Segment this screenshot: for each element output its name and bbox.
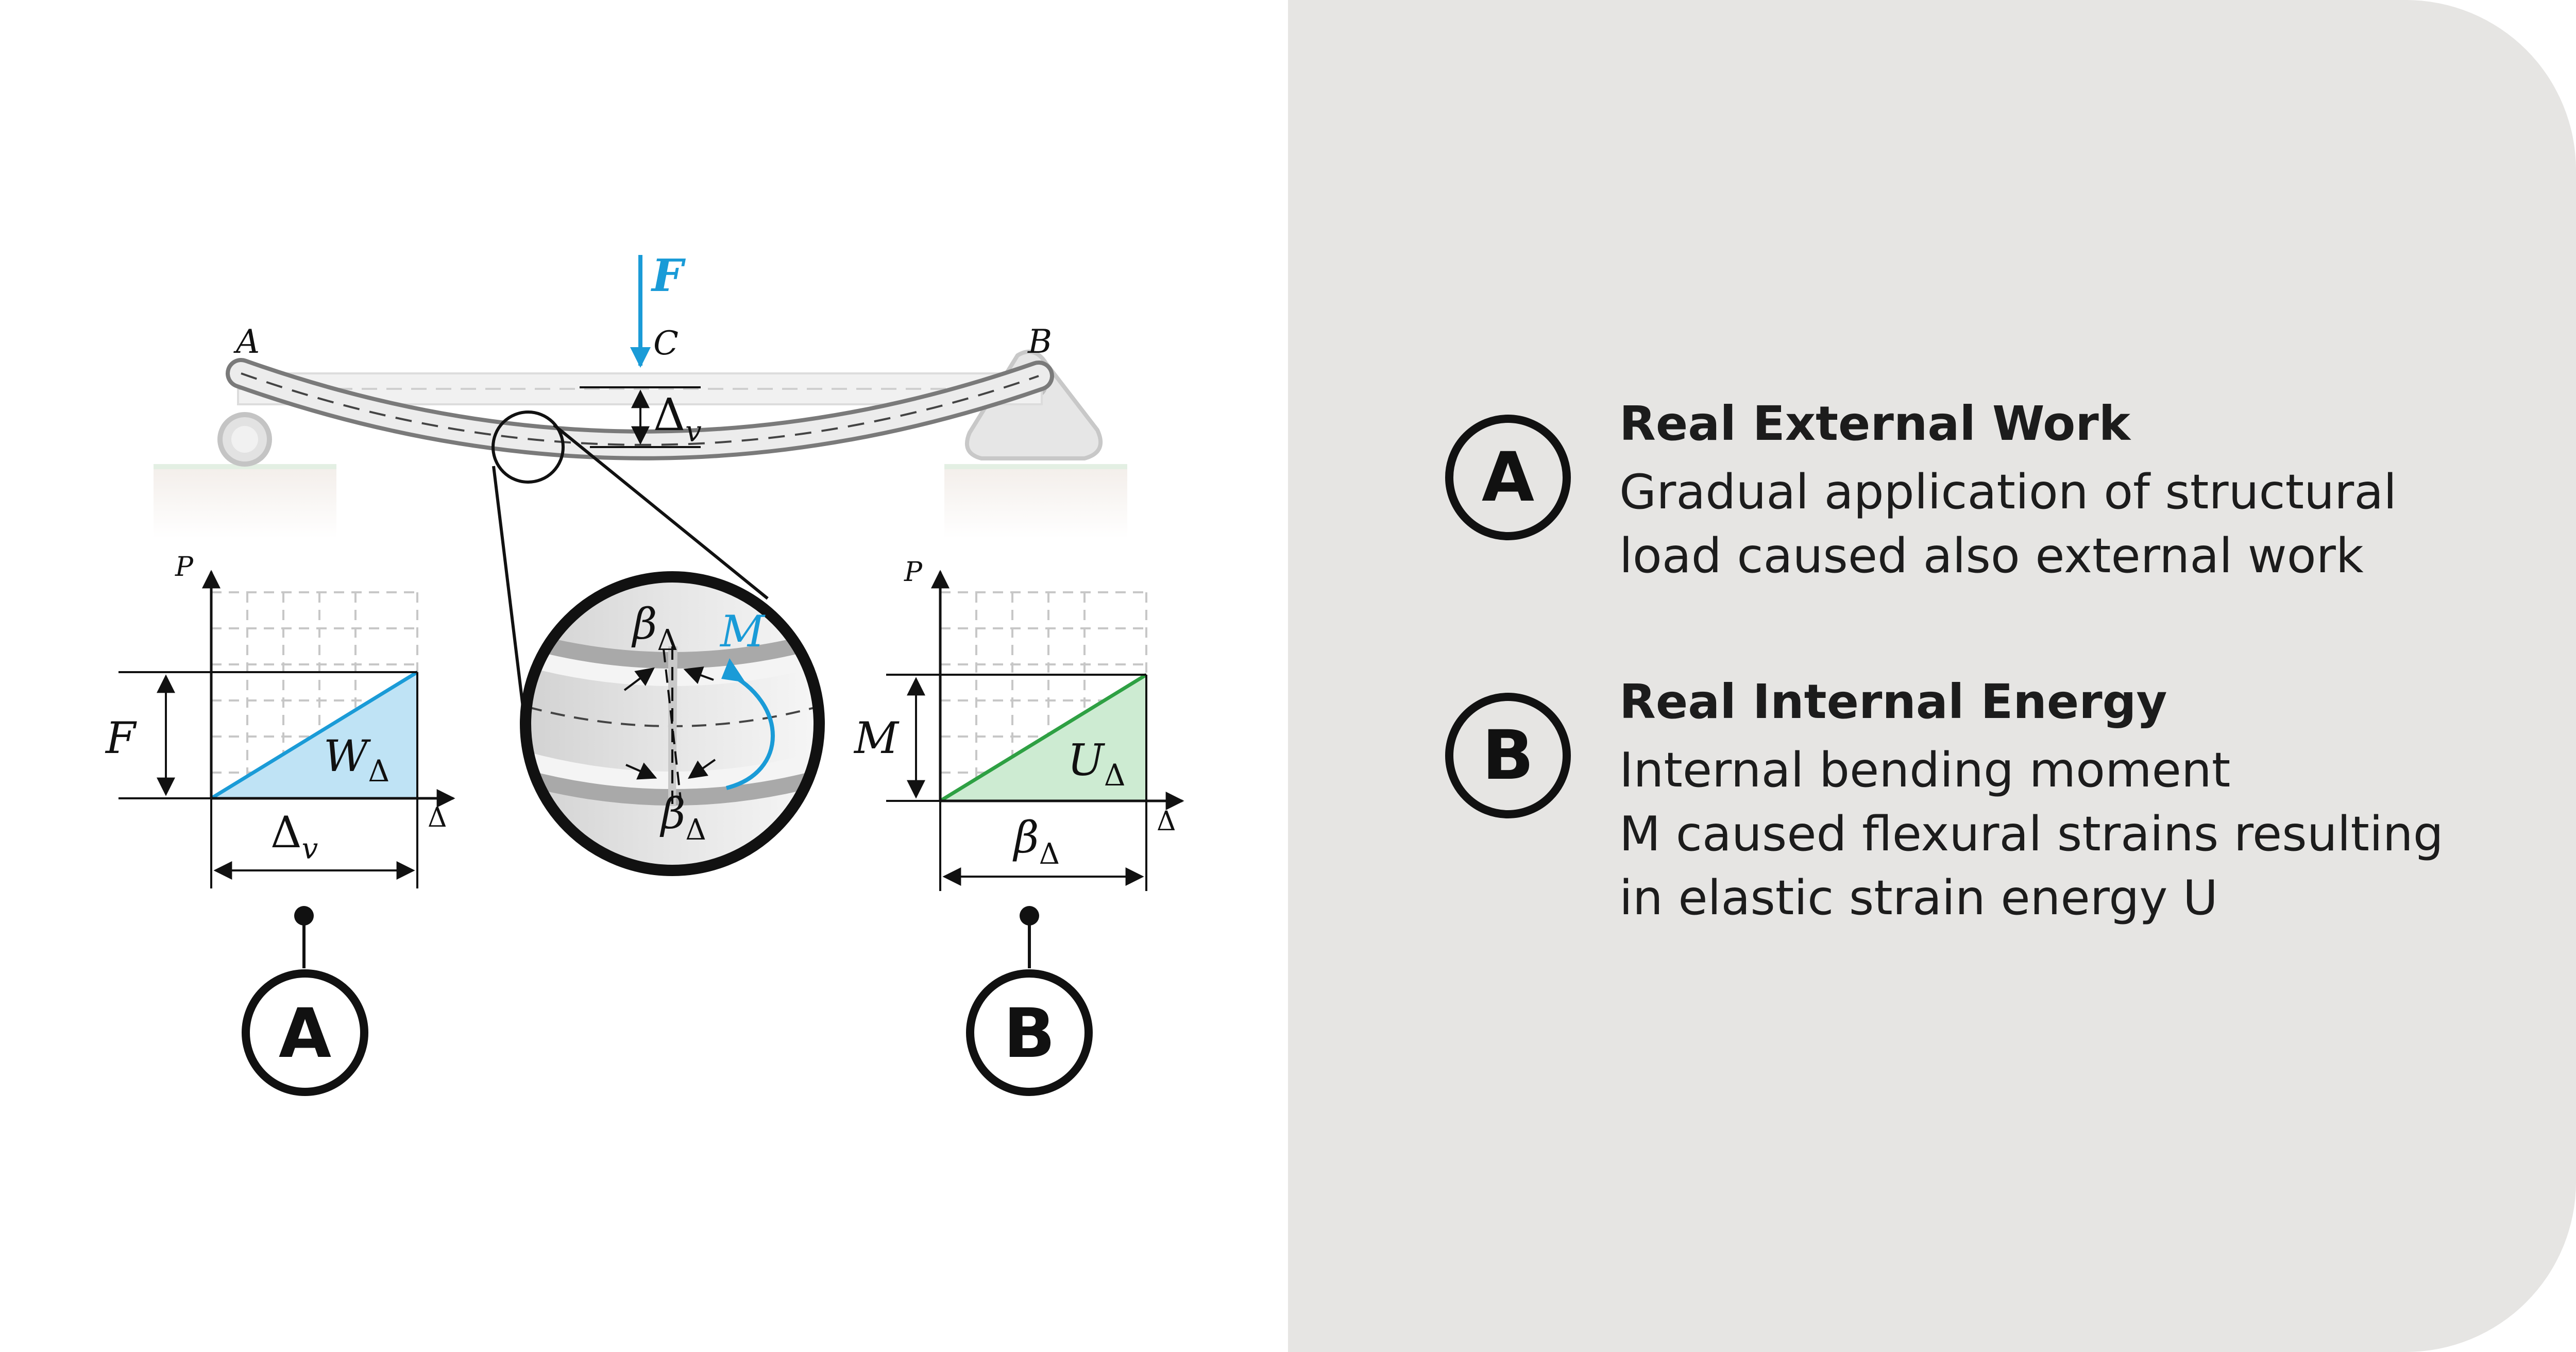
- magnifier-callout: [492, 410, 769, 737]
- graph-a-x-axis-label: Δ: [428, 802, 447, 833]
- detail-rotation-top: βΔ: [631, 600, 678, 657]
- detail-rotation-bottom: βΔ: [659, 790, 706, 847]
- graph-a-height-label: F: [105, 713, 137, 763]
- ground-right: [944, 464, 1127, 538]
- graph-a-area: [210, 671, 418, 800]
- svg-text:A: A: [279, 994, 331, 1073]
- legend-badge-b: B: [1445, 693, 1571, 818]
- graph-b-badge-connector: [1020, 906, 1039, 968]
- legend-desc-line: load caused also external work: [1619, 528, 2364, 584]
- graph-a-area-label: WΔ: [324, 731, 389, 789]
- graph-a-axes: [118, 570, 455, 888]
- force-label: F: [650, 250, 686, 302]
- graph-b-y-axis-label: P: [904, 557, 923, 588]
- structural-diagram: F A B C Δv βΔ: [105, 250, 1184, 1096]
- graph-b-area: [939, 673, 1147, 802]
- legend-desc-line: Gradual application of structural: [1619, 464, 2397, 520]
- support-b-label: B: [1027, 323, 1052, 361]
- legend-title-b: Real Internal Energy: [1619, 674, 2167, 729]
- support-a-label: A: [233, 323, 260, 361]
- legend-panel: A Real External Work Gradual application…: [1288, 0, 2576, 1352]
- graph-a-badge: A: [242, 969, 368, 1096]
- graph-b-badge: B: [966, 969, 1093, 1096]
- detail-circle: [520, 571, 825, 876]
- deflection-dimension: [580, 386, 701, 448]
- legend-desc-b: Internal bending moment M caused flexura…: [1619, 738, 2444, 930]
- graph-b-axes: [886, 570, 1184, 891]
- svg-text:B: B: [1004, 994, 1056, 1073]
- graph-a-width-label: Δv: [270, 807, 318, 866]
- roller-support: [217, 412, 272, 467]
- graph-a-badge-connector: [294, 906, 314, 968]
- legend-desc-line: in elastic strain energy U: [1619, 870, 2218, 926]
- deflection-label: Δv: [653, 389, 702, 449]
- deflected-beam: [226, 358, 1054, 460]
- legend-badge-a: A: [1445, 415, 1571, 540]
- moment-label: M: [719, 606, 766, 657]
- legend-title-a: Real External Work: [1619, 396, 2130, 451]
- load-point-label: C: [653, 324, 679, 363]
- graph-b-x-axis-label: Δ: [1157, 806, 1176, 837]
- graph-b-height-label: M: [853, 713, 900, 763]
- legend-desc-a: Gradual application of structural load c…: [1619, 460, 2397, 588]
- graph-b-area-label: UΔ: [1067, 735, 1126, 793]
- legend-desc-line: M caused flexural strains resulting: [1619, 806, 2444, 862]
- legend-desc-line: Internal bending moment: [1619, 742, 2231, 798]
- graph-a-y-axis-label: P: [175, 552, 194, 583]
- graph-b-width-label: βΔ: [1012, 812, 1060, 871]
- ground-left: [154, 464, 336, 538]
